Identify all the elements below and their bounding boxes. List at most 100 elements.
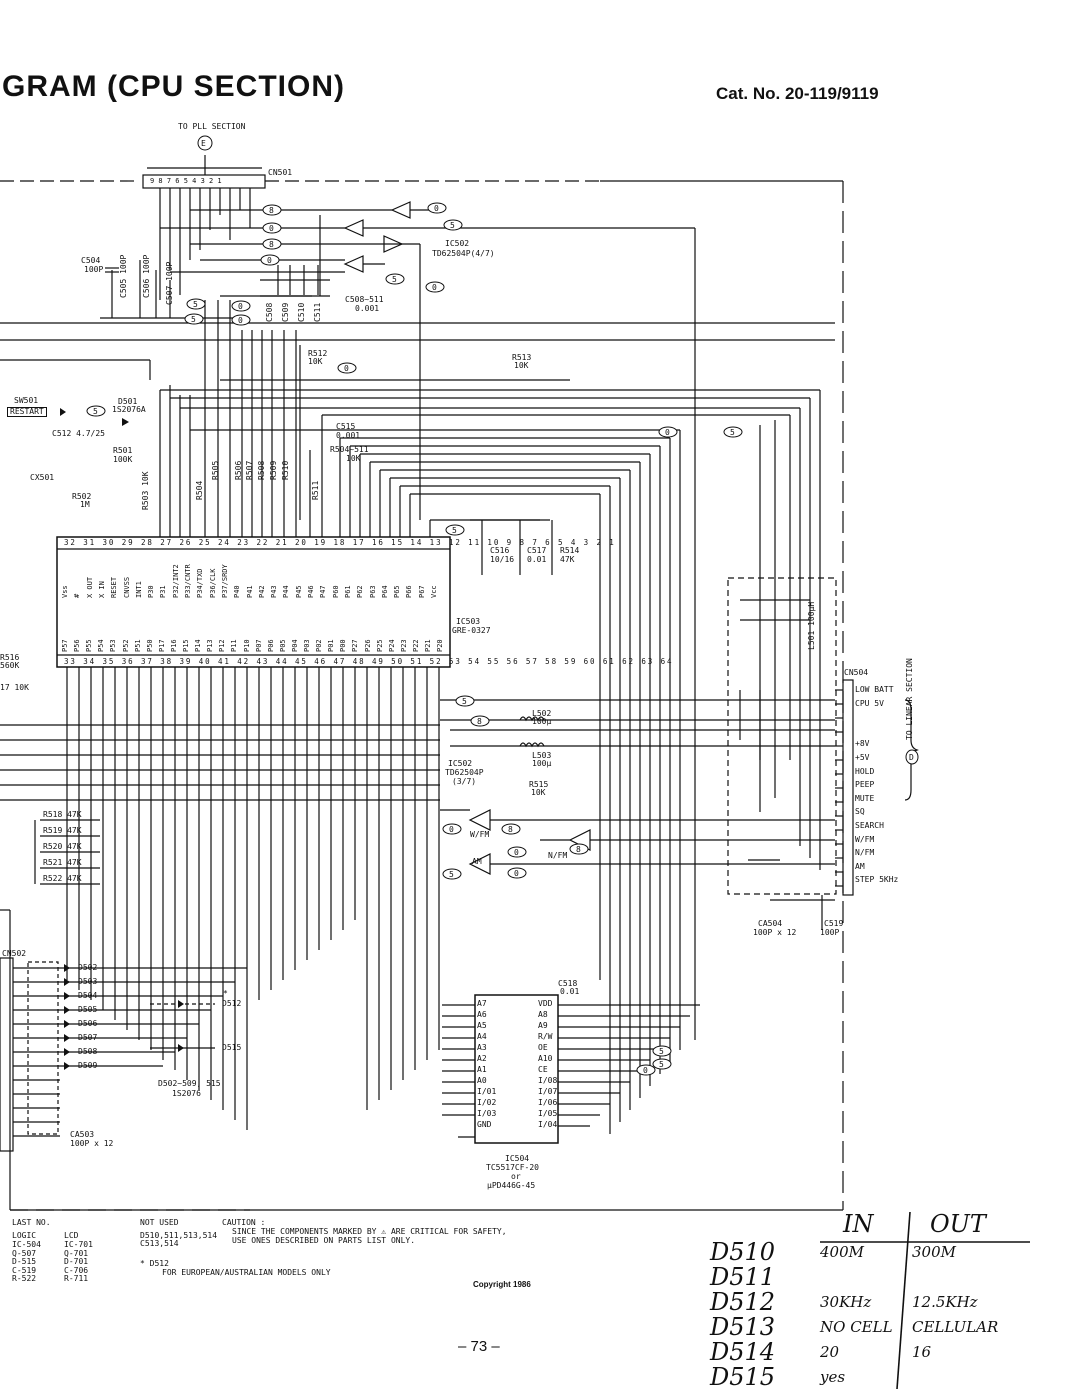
r511-label: R511 <box>311 480 320 500</box>
svg-text:E: E <box>201 139 206 148</box>
ic503-pin-name: RESET <box>110 576 119 598</box>
ic503-pin-name: P17 <box>157 639 166 652</box>
r501-label: R501 <box>113 446 133 455</box>
ic503-ref: IC503 <box>456 617 481 626</box>
ic503-pin-name: P37/SRDY <box>220 564 229 598</box>
r513-label: R513 <box>512 353 532 362</box>
ic504-pin-name: I/03 <box>477 1109 497 1118</box>
ic503-pin-name: P13 <box>206 639 215 652</box>
ic503-pin-name: P11 <box>230 639 239 652</box>
ic504-pin-name: A7 <box>477 999 487 1008</box>
ic503-pin-name: P32/INT2 <box>171 564 180 598</box>
diode-label: D506 <box>78 1019 98 1028</box>
svg-text:8: 8 <box>269 206 274 215</box>
l503-value: 100µ <box>532 759 552 768</box>
ic504-pin-name: GND <box>477 1120 492 1129</box>
svg-text:5: 5 <box>392 275 397 284</box>
l502-value: 100µ <box>532 717 552 726</box>
ic503-pin-name: P60 <box>331 585 340 598</box>
ic503-pin-name: P30 <box>147 585 156 598</box>
cn504-pin-label: STEP 5KHz <box>855 875 899 885</box>
ic503-pin-name: P55 <box>85 639 94 652</box>
svg-text:5: 5 <box>450 221 455 230</box>
r502-label: R502 <box>72 492 92 501</box>
ic503-pin-name: P57 <box>61 639 69 652</box>
ca503-label: CA503 <box>70 1130 95 1139</box>
ic503-pin-name: P43 <box>270 585 279 598</box>
ic504-pin-name: OE <box>538 1043 548 1052</box>
r512-label: R512 <box>308 349 328 358</box>
r502-value: 1M <box>80 500 90 509</box>
ic503-pin-name: P65 <box>393 585 402 598</box>
diode-label: D505 <box>78 1005 98 1014</box>
cn501-pins: 9 8 7 6 5 4 3 2 1 <box>150 177 222 185</box>
last-no-cell: IC-701 <box>64 1240 93 1249</box>
ic504-pin-name: VDD <box>538 999 553 1008</box>
hand-row-label: D512 <box>710 1288 776 1316</box>
d501-part: 1S2076A <box>112 405 146 414</box>
l502-label: L502 <box>532 709 552 718</box>
r513-value: 10K <box>514 361 529 370</box>
caution-line2: USE ONES DESCRIBED ON PARTS LIST ONLY. <box>232 1236 416 1245</box>
svg-text:5: 5 <box>452 526 457 535</box>
r509-label: R509 <box>269 460 278 480</box>
ic504-ref: IC504 <box>505 1154 530 1163</box>
svg-text:8: 8 <box>576 845 581 854</box>
ic503-pin-name: P23 <box>399 639 408 652</box>
r515-value: 10K <box>531 788 546 797</box>
last-no-cell: D-701 <box>64 1257 89 1267</box>
ic503-pin-name: P62 <box>356 585 365 598</box>
c518-value: 0.01 <box>560 987 580 996</box>
svg-text:0: 0 <box>238 316 243 325</box>
d512-note: * D512 <box>140 1259 169 1268</box>
ic504-pin-name: I/04 <box>538 1120 558 1129</box>
hand-col-out: OUT <box>930 1210 986 1238</box>
ic503-pin-name: P66 <box>405 585 414 598</box>
r505-label: R505 <box>211 460 220 480</box>
ic503-pin-name: P26 <box>363 639 372 652</box>
c517-value: 0.01 <box>527 555 547 564</box>
ic503-pin-name: P41 <box>245 585 254 598</box>
r515-label: R515 <box>529 780 549 789</box>
gate-am: AM <box>472 857 482 866</box>
d512-mark: * <box>223 989 228 998</box>
ic504-pin-name: R/W <box>538 1032 553 1041</box>
ic503-bottom-pins: 33 34 35 36 37 38 39 40 41 42 43 44 45 4… <box>64 657 674 666</box>
ic503-pin-name: P14 <box>194 639 203 652</box>
ic503-pin-name: P67 <box>417 585 426 598</box>
svg-text:5: 5 <box>659 1047 664 1056</box>
ca503-value: 100P x 12 <box>70 1139 114 1148</box>
l501-label: L501 100µH <box>807 601 816 650</box>
gate-wfm: W/FM <box>470 830 490 839</box>
ic504-pin-name: A2 <box>477 1054 487 1063</box>
diode-label: D507 <box>78 1033 98 1042</box>
ic502b-part: TD62504P <box>445 768 484 777</box>
cn504-pin-label: MUTE <box>855 793 875 803</box>
ic503-pin-name: Vcc <box>430 585 438 598</box>
ic503-pin-name: P12 <box>218 639 227 652</box>
hand-row-label: D511 <box>710 1263 776 1291</box>
restart-label: RESTART <box>7 407 47 418</box>
ic504-pin-name: A5 <box>477 1021 487 1030</box>
ic503-pin-name: P56 <box>73 639 82 652</box>
ic503-pin-name: P10 <box>242 639 251 652</box>
ic504-pin-name: I/01 <box>477 1087 497 1096</box>
hand-row-in: 400M <box>820 1243 864 1261</box>
ic503-pin-name: P36/CLK <box>208 568 217 598</box>
cn504-pin-label: HOLD <box>855 766 875 776</box>
diode-label: D502 <box>78 963 98 972</box>
ic503-pin-name: CNVSS <box>122 576 131 598</box>
cn504-pin-label: LOW BATT <box>855 685 894 694</box>
r519-label: R519 47K <box>43 826 82 835</box>
ic503-pin-name: P34/TXD <box>196 568 205 598</box>
ic503-pin-name: P33/CNTR <box>184 564 192 598</box>
r501-value: 100K <box>113 455 133 464</box>
cn504-pin-label: PEEP <box>855 780 875 790</box>
ic503-pin-name: P00 <box>339 639 348 652</box>
ic503-pin-name: P45 <box>294 585 303 598</box>
caution-line1: SINCE THE COMPONENTS MARKED BY ⚠ ARE CRI… <box>232 1227 507 1236</box>
not-used-title: NOT USED <box>140 1218 179 1227</box>
svg-text:8: 8 <box>508 825 513 834</box>
cn504-pin-label: SEARCH <box>855 821 884 830</box>
c519-label: C519 <box>824 919 844 928</box>
